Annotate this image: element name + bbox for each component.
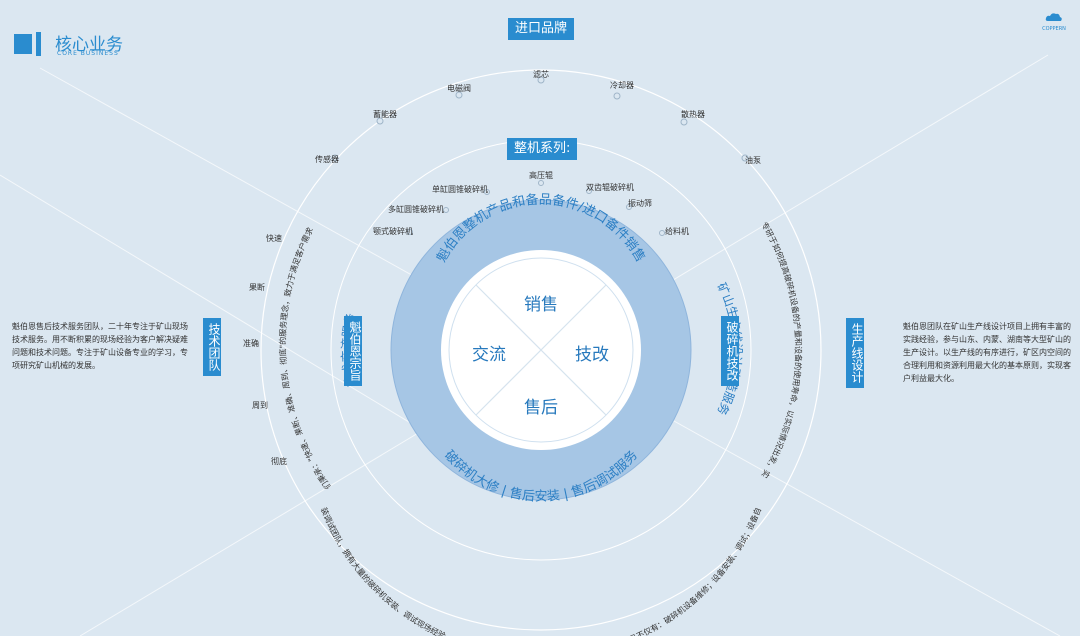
brand-tag: 进口品牌 [508, 18, 575, 40]
machine-item: 给料机 [665, 227, 689, 236]
right-outer-tag: 生产线设计 [846, 318, 864, 388]
core-label-sales: 销售 [524, 295, 558, 315]
cloud-logo-icon [1045, 13, 1062, 21]
left-paragraph: 魁伯恩售后技术服务团队，二十年专注于矿山现场技术服务。用不断积累的现场经验为客户… [12, 322, 188, 370]
brand-item: 滤芯 [533, 70, 549, 79]
brand-item: 传感器 [315, 155, 339, 164]
brand-item: 油泵 [745, 156, 761, 165]
machine-item: 颚式破碎机 [373, 227, 413, 236]
machine-dots [407, 180, 665, 236]
core-label-exchange: 交流 [472, 345, 506, 365]
logo-text: COPPERN [1042, 26, 1066, 32]
page-subtitle: CORE BUSINESS [57, 50, 119, 57]
page-title: 核心业务 [55, 35, 123, 55]
left-inner-tag: 魁伯恩宗旨 [344, 316, 362, 386]
value-item: 快速 [266, 234, 282, 243]
machine-item: 多缸圆锥破碎机 [388, 205, 444, 214]
right-arc-text: 魁伯恩技术团队专研于如何提高破碎机设备的产量和设备的使用寿命，以实际情况出发，实… [0, 0, 804, 480]
header-bar-1 [14, 34, 32, 54]
header-bar-2 [36, 32, 41, 56]
machine-tag: 整机系列: [507, 138, 578, 160]
right-inner-tag: 破碎机技改 [721, 316, 739, 386]
logo: COPPERN [1034, 7, 1074, 32]
machine-item: 振动筛 [628, 199, 652, 208]
value-item: 果断 [249, 283, 265, 292]
core-label-tech: 技改 [575, 345, 609, 365]
brand-item: 冷却器 [610, 81, 634, 90]
machine-item: 单缸圆锥破碎机 [432, 185, 488, 194]
brand-item: 蓄能器 [373, 110, 397, 119]
value-item: 彻底 [271, 457, 287, 466]
left-outer-tag: 技术团队 [203, 318, 221, 376]
brand-dots [331, 76, 749, 162]
core-divider [475, 284, 607, 416]
machine-item: 高压辊 [529, 171, 553, 180]
value-item: 准确 [243, 339, 259, 348]
brand-item: 电磁阀 [447, 84, 471, 93]
outer-ring [260, 69, 822, 631]
core-label-aftersales: 售后 [524, 398, 558, 418]
brand-item: 散热器 [681, 110, 705, 119]
right-paragraph: 魁伯恩团队在矿山生产线设计项目上拥有丰富的实践经验，参与山东、内蒙、湖南等大型矿… [903, 322, 1071, 383]
value-item: 周到 [252, 401, 268, 410]
machine-item: 双齿辊破碎机 [586, 183, 634, 192]
